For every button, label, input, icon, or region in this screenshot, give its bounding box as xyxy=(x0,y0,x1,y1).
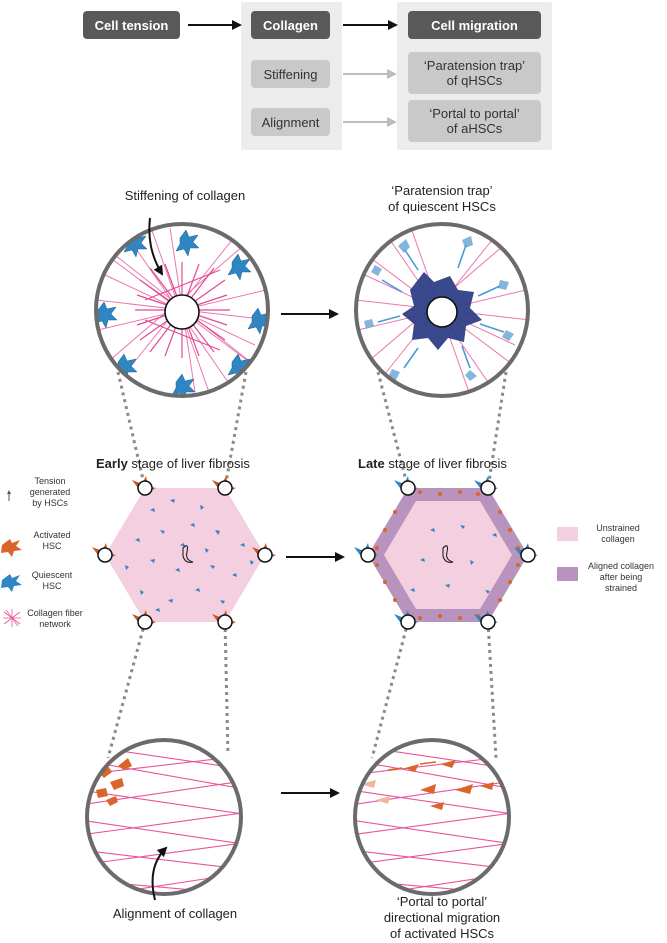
activated-hsc-icon xyxy=(405,760,494,810)
portal-to-portal-box-text: ‘Portal to portal’of aHSCs xyxy=(429,106,520,136)
unstrained-collagen-swatch xyxy=(557,527,578,541)
paratension-trap-box-text: ‘Paratension trap’of qHSCs xyxy=(423,58,526,88)
alignment-circle xyxy=(87,740,241,894)
late-stage-label: Late stage of liver fibrosis xyxy=(358,456,507,471)
curved-arrow-icon xyxy=(148,217,164,276)
tension-icon xyxy=(7,490,11,501)
quiescent-hsc-icon xyxy=(1,574,22,592)
collagen-box: Collagen xyxy=(251,11,330,39)
stiffening-label: Stiffening xyxy=(263,66,318,82)
paratension-trap-circle xyxy=(356,224,528,396)
portal-vein-icon xyxy=(164,294,200,330)
quiescent-hsc-icon xyxy=(125,499,254,612)
cell-tension-label: Cell tension xyxy=(94,17,169,33)
paratension-trap-box: ‘Paratension trap’of qHSCs xyxy=(408,52,541,94)
stiffening-box: Stiffening xyxy=(251,60,330,88)
portal-to-portal-box: ‘Portal to portal’of aHSCs xyxy=(408,100,541,142)
paratension-trap-caption: ‘Paratension trap’of quiescent HSCs xyxy=(388,183,496,214)
collagen-network-icon xyxy=(3,609,21,627)
late-stage-lobule xyxy=(354,476,538,630)
central-vein-icon xyxy=(182,545,194,563)
early-stage-label: Early stage of liver fibrosis xyxy=(96,456,250,471)
zoom-connector-lines xyxy=(106,371,508,759)
aligned-collagen-swatch xyxy=(557,567,578,581)
early-stage-lobule xyxy=(92,476,276,630)
quiescent-hsc-icon xyxy=(96,229,268,396)
cell-migration-box: Cell migration xyxy=(408,11,541,39)
alignment-label: Alignment xyxy=(261,114,320,130)
alignment-box: Alignment xyxy=(251,108,330,136)
stiffening-caption: Stiffening of collagen xyxy=(124,188,246,203)
activated-hsc-icon xyxy=(1,539,22,557)
portal-vein-icon xyxy=(92,476,276,630)
cell-migration-label: Cell migration xyxy=(431,17,518,33)
curved-arrow-icon xyxy=(151,846,168,901)
alignment-caption: Alignment of collagen xyxy=(112,906,238,921)
stiffening-circle xyxy=(96,224,268,396)
collagen-label: Collagen xyxy=(263,17,318,33)
cell-tension-box: Cell tension xyxy=(83,11,180,39)
